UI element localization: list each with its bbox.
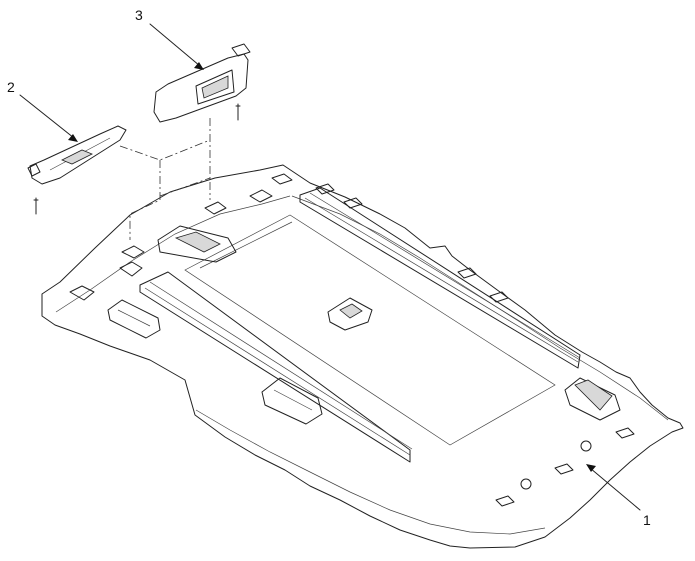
assembly-guide-lines — [119, 118, 211, 240]
sun-visor-left — [27, 125, 127, 215]
callout-3: 3 — [135, 7, 143, 23]
sun-visor-right — [153, 43, 251, 123]
leader-line-1 — [586, 464, 641, 511]
callout-2: 2 — [7, 79, 15, 95]
callout-1: 1 — [643, 512, 651, 528]
roof-headliner-panel — [41, 164, 684, 549]
leader-line-2 — [19, 94, 78, 142]
leader-line-3 — [149, 23, 204, 70]
